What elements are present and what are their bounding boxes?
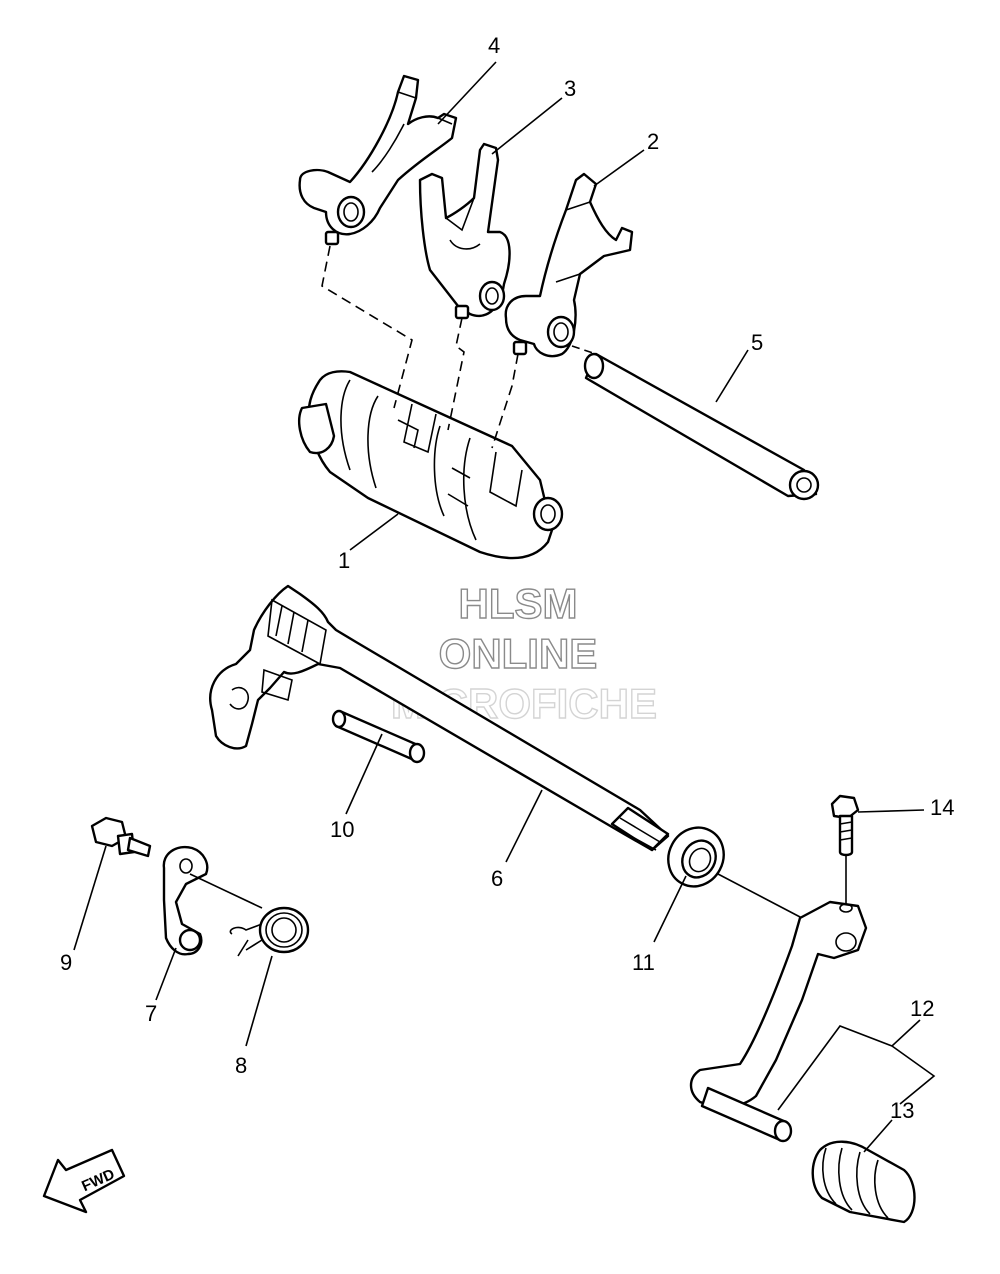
fork-3-engage-line [447, 317, 465, 431]
callout-10: 10 [330, 817, 354, 842]
shift-fork-2 [504, 172, 634, 358]
watermark-line-2: ONLINE [439, 630, 598, 677]
pedal-rubber-13 [811, 1140, 916, 1224]
bolt-14 [830, 794, 860, 857]
watermark-line-1: HLSM [459, 580, 578, 627]
callout-6: 6 [491, 866, 503, 891]
shift-pedal-12 [689, 900, 868, 1143]
spring-8 [229, 906, 310, 957]
callout-11: 11 [632, 950, 655, 975]
callout-4: 4 [488, 33, 500, 58]
callout-14: 14 [930, 795, 954, 820]
pin-10 [331, 709, 426, 764]
callout-5: 5 [751, 330, 763, 355]
callout-8: 8 [235, 1053, 247, 1078]
oil-seal-11 [667, 826, 725, 888]
fork-2-engage-line [491, 353, 519, 449]
shaft-5-alignment-line [571, 345, 597, 355]
callout-13: 13 [890, 1098, 914, 1123]
callout-7: 7 [145, 1001, 157, 1026]
shift-arm-7 [162, 845, 209, 956]
callout-9: 9 [60, 950, 72, 975]
callout-labels: 1 2 3 4 5 6 7 8 9 10 11 12 13 14 [60, 33, 954, 1123]
shift-shaft-6 [209, 584, 670, 852]
shift-fork-4 [298, 74, 458, 246]
shift-drum-1 [298, 370, 564, 560]
fork-shaft-5 [583, 352, 820, 501]
callout-2: 2 [647, 129, 659, 154]
callout-3: 3 [564, 76, 576, 101]
forward-direction-arrow: FWD [42, 1148, 126, 1214]
bolt-9 [90, 816, 152, 858]
arm-to-spring-line [189, 873, 263, 909]
fork-4-engage-line [321, 245, 413, 409]
leader-lines [73, 61, 936, 1153]
callout-12: 12 [910, 996, 934, 1021]
shift-fork-3 [418, 142, 511, 320]
seal-to-pedal-line [717, 873, 803, 919]
callout-1: 1 [338, 548, 350, 573]
